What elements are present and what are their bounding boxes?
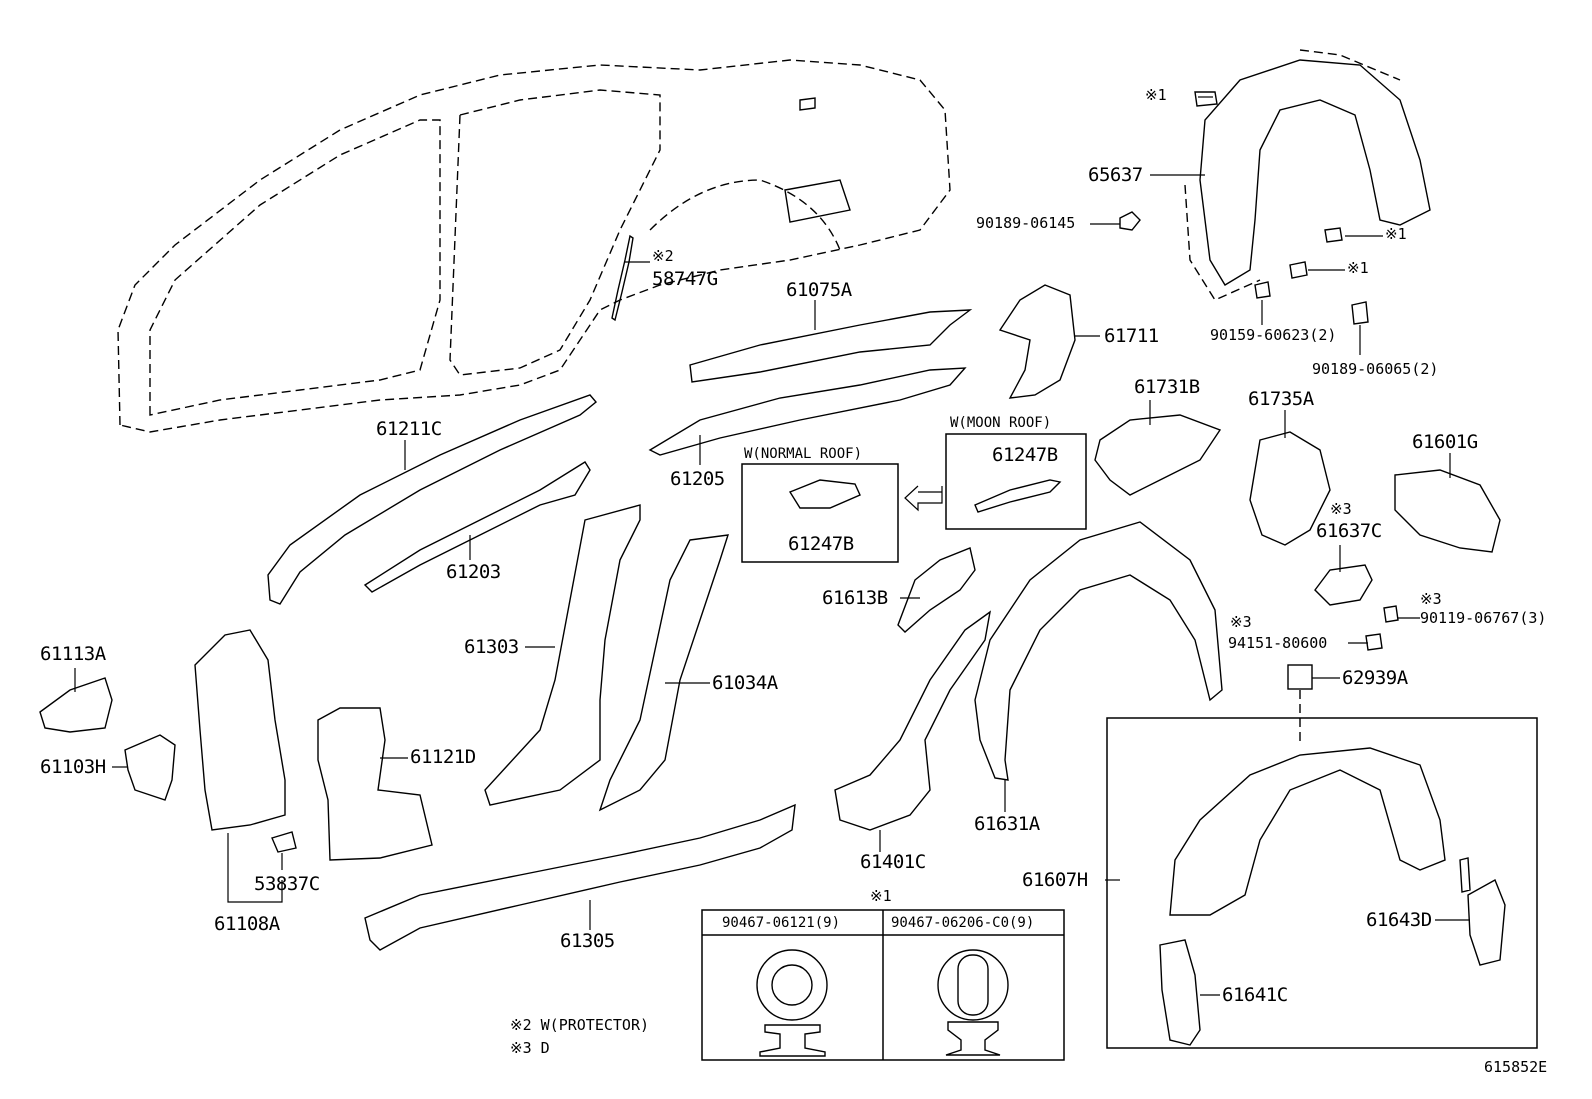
part-65637-shape — [1184, 49, 1431, 301]
note-3: ※3 D — [510, 1039, 550, 1057]
clip-shape-2 — [1119, 211, 1141, 231]
part-62939A-shape — [1287, 664, 1313, 690]
label-61211C: 61211C — [376, 418, 442, 440]
part-61401C-shape — [834, 610, 991, 831]
part-61643D-shape — [1467, 879, 1506, 966]
body-side-outer-panel — [117, 59, 951, 433]
label-61711: 61711 — [1104, 325, 1159, 347]
label-61613B: 61613B — [822, 587, 888, 609]
label-61203: 61203 — [446, 561, 501, 583]
part-61075A-shape — [689, 309, 973, 383]
label-61247B-moon: 61247B — [992, 444, 1058, 466]
part-61305-shape — [364, 803, 796, 951]
label-90189-06145: 90189-06145 — [976, 214, 1076, 232]
part-61247B-normal-shape — [788, 479, 861, 509]
note-2: ※2 W(PROTECTOR) — [510, 1016, 649, 1034]
part-61607H-shape — [1169, 747, 1446, 916]
clip-table — [701, 909, 1065, 1061]
label-61205: 61205 — [670, 468, 725, 490]
part-61711-shape — [998, 284, 1076, 399]
label-61103H: 61103H — [40, 756, 106, 778]
clip-shape-4 — [1289, 261, 1308, 279]
label-61735A: 61735A — [1248, 388, 1314, 410]
leader-lines — [74, 96, 1470, 996]
box-61607H — [1106, 717, 1538, 1049]
label-61075A: 61075A — [786, 279, 852, 301]
label-61113A: 61113A — [40, 643, 106, 665]
moon-roof-box — [945, 433, 1087, 530]
clip-shape-6 — [1351, 301, 1369, 325]
part-61211C-shape — [267, 394, 597, 605]
part-61205-shape — [648, 367, 967, 456]
part-61641C-shape — [1159, 939, 1201, 1046]
mark-1-right: ※1 — [1385, 225, 1407, 243]
label-61108A: 61108A — [214, 913, 280, 935]
caption-moon-roof: W(MOON ROOF) — [950, 415, 1052, 431]
bolt-shape — [1383, 605, 1399, 623]
part-61247B-moon-shape — [974, 479, 1062, 513]
part-58747G-shape — [611, 234, 634, 322]
arrow-shape — [904, 485, 943, 512]
mark-3-a: ※3 — [1330, 500, 1352, 518]
part-61731B-shape — [1094, 414, 1222, 496]
figure-id: 615852E — [1484, 1058, 1548, 1076]
part-61631A-shape — [974, 521, 1223, 781]
clip-shape-5 — [1254, 281, 1271, 299]
mark-3-c: ※3 — [1230, 613, 1252, 631]
label-61034A: 61034A — [712, 672, 778, 694]
part-61613B-shape — [897, 547, 976, 633]
label-61401C: 61401C — [860, 851, 926, 873]
label-53837C: 53837C — [254, 873, 320, 895]
normal-roof-box — [741, 463, 899, 563]
label-61731B: 61731B — [1134, 376, 1200, 398]
caption-normal-roof: W(NORMAL ROOF) — [744, 446, 863, 462]
part-61121D-shape — [317, 707, 433, 861]
part-61103H-shape — [124, 734, 176, 801]
nut-shape — [1365, 633, 1383, 651]
label-61601G: 61601G — [1412, 431, 1478, 453]
label-61121D: 61121D — [410, 746, 476, 768]
label-61637C: 61637C — [1316, 520, 1382, 542]
label-61303: 61303 — [464, 636, 519, 658]
label-65637: 65637 — [1088, 164, 1143, 186]
label-90189-06065: 90189-06065(2) — [1312, 360, 1439, 378]
part-61643D-small — [1459, 857, 1471, 893]
part-61303-shape — [484, 504, 641, 806]
part-61203-shape — [363, 461, 591, 593]
label-61305: 61305 — [560, 930, 615, 952]
clip-table-col1: 90467-06121(9) — [722, 915, 841, 931]
part-61113A-shape — [39, 677, 113, 733]
part-61601G-shape — [1394, 469, 1501, 553]
label-58747G: 58747G — [652, 268, 718, 290]
clip-shape-1 — [1194, 91, 1218, 107]
label-90159-60623: 90159-60623(2) — [1210, 326, 1337, 344]
label-61641C: 61641C — [1222, 984, 1288, 1006]
part-61735A-shape — [1249, 431, 1331, 546]
mark-1-top: ※1 — [1145, 86, 1167, 104]
mark-1-table: ※1 — [870, 887, 892, 905]
label-62939A: 62939A — [1342, 667, 1408, 689]
label-90119-06767: 90119-06767(3) — [1420, 609, 1547, 627]
label-61247B-normal: 61247B — [788, 533, 854, 555]
mark-1-mid: ※1 — [1347, 259, 1369, 277]
clip-shape-3 — [1324, 227, 1343, 243]
part-61108A-shape — [194, 629, 286, 831]
part-61034A-shape — [598, 534, 730, 812]
part-61637C-shape — [1314, 564, 1373, 606]
clip-table-col2: 90467-06206-C0(9) — [891, 915, 1035, 931]
label-61643D: 61643D — [1366, 909, 1432, 931]
mark-3-b: ※3 — [1420, 590, 1442, 608]
label-94151-80600: 94151-80600 — [1228, 634, 1328, 652]
part-53837C-shape — [271, 831, 297, 853]
label-61631A: 61631A — [974, 813, 1040, 835]
label-61607H: 61607H — [1022, 869, 1088, 891]
mark-2: ※2 — [652, 247, 674, 265]
